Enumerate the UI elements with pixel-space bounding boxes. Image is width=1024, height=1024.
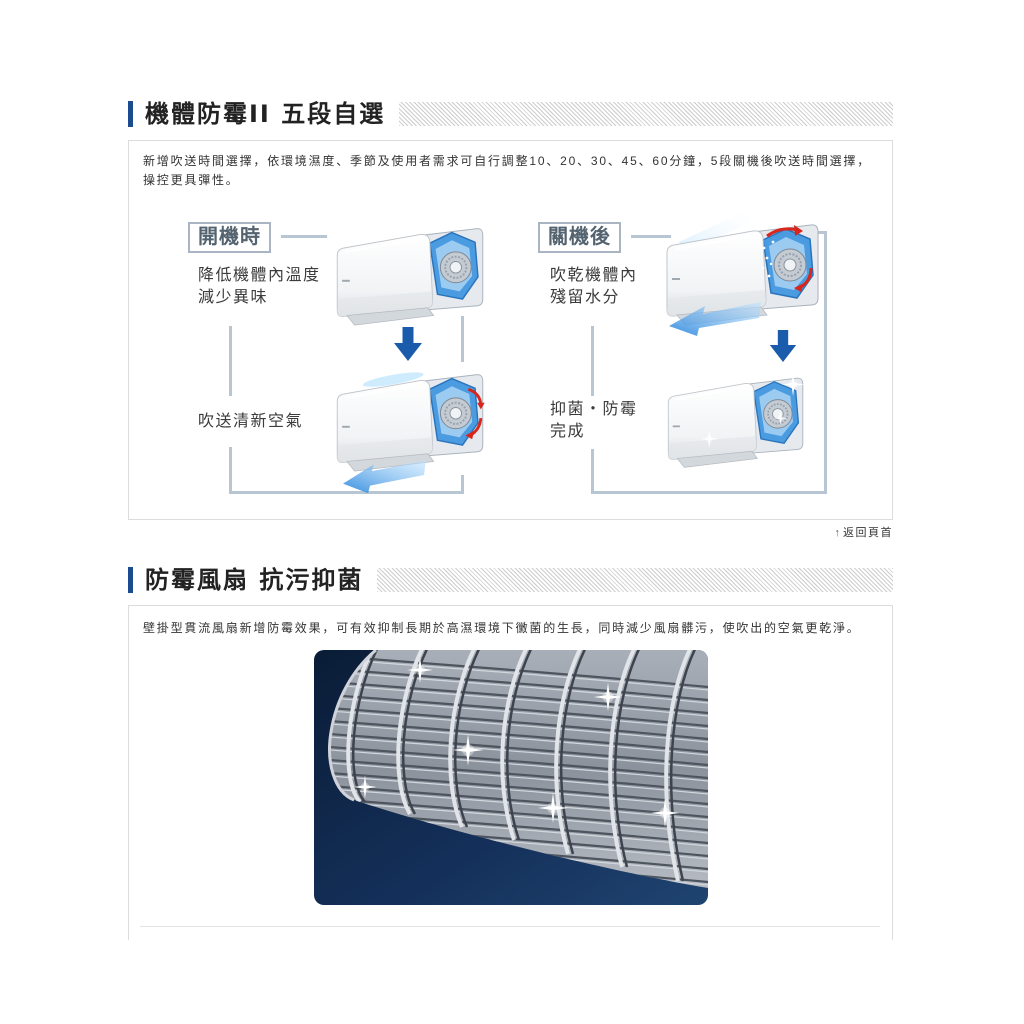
diagram-connector-line xyxy=(591,491,827,494)
diagram-connector-line xyxy=(591,326,594,396)
feature-description: 新增吹送時間選擇，依環境濕度、季節及使用者需求可自行調整10、20、30、45、… xyxy=(143,152,885,190)
arrow-down-icon xyxy=(769,330,797,362)
back-to-top-label: 返回頁首 xyxy=(843,527,893,539)
section-accent-bar xyxy=(128,567,133,593)
power-on-tag: 開機時 xyxy=(188,222,271,253)
header-decoration-pattern xyxy=(399,102,893,126)
power-off-step1-label: 吹乾機體內 殘留水分 xyxy=(550,265,638,309)
diagram-connector-line xyxy=(591,449,594,494)
power-on-step2-label: 吹送清新空氣 xyxy=(198,411,303,433)
air-conditioner-clean-image xyxy=(667,372,805,469)
diagram-connector-line xyxy=(229,447,232,494)
section-header-mold-fan: 防霉風扇 抗污抑菌 xyxy=(128,566,893,594)
diagram-connector-line xyxy=(461,475,464,494)
section-accent-bar xyxy=(128,101,133,127)
section-header-mold-prevention: 機體防霉II 五段自選 xyxy=(128,100,893,128)
feature-description: 壁掛型貫流風扇新增防霉效果，可有效抑制長期於高濕環境下黴菌的生長，同時減少風扇髒… xyxy=(143,619,885,638)
back-to-top-link[interactable]: ↑返回頁首 xyxy=(835,526,894,540)
feature-panel-mold-prevention xyxy=(128,140,893,520)
arrow-up-icon: ↑ xyxy=(834,527,841,539)
air-conditioner-drying-image xyxy=(666,212,819,336)
cross-flow-fan-image xyxy=(314,650,708,905)
red-circulation-arrow-icon xyxy=(465,387,485,440)
panel-divider xyxy=(140,926,880,927)
arrow-down-icon xyxy=(394,327,422,361)
step-label-line: 吹送清新空氣 xyxy=(198,413,304,430)
top-airflow-glow xyxy=(362,372,424,387)
diagram-connector-line xyxy=(229,326,232,396)
section-title: 防霉風扇 抗污抑菌 xyxy=(145,566,364,594)
step-label-line: 減少異味 xyxy=(198,289,269,306)
water-droplets xyxy=(761,240,775,278)
description-line: 新增吹送時間選擇，依環境濕度、季節及使用者需求可自行調整10、20、30、45、… xyxy=(143,154,872,168)
air-conditioner-blowing-image xyxy=(336,372,485,494)
diagram-connector-line xyxy=(229,491,464,494)
fan-end-cap-edge xyxy=(328,650,377,802)
step-label-line: 殘留水分 xyxy=(550,289,621,306)
step-label-line: 降低機體內溫度 xyxy=(198,267,321,284)
ac-unit-body xyxy=(667,377,804,469)
diagram-connector-line xyxy=(631,235,671,238)
ac-unit-body xyxy=(336,373,484,473)
power-on-step1-label: 降低機體內溫度 減少異味 xyxy=(198,265,321,309)
diagram-connector-line xyxy=(461,316,464,362)
step-label-line: 吹乾機體內 xyxy=(550,267,638,284)
airflow-arrow-icon xyxy=(669,302,761,336)
step-label-line: 完成 xyxy=(550,423,586,440)
airflow-arrow-icon xyxy=(343,460,426,494)
section-title: 機體防霉II 五段自選 xyxy=(145,100,386,128)
power-off-tag: 關機後 xyxy=(538,222,621,253)
header-decoration-pattern xyxy=(377,568,893,592)
step-label-line: 抑菌・防霉 xyxy=(550,401,638,418)
red-circulation-arrow-icon xyxy=(766,225,813,292)
power-off-step2-label: 抑菌・防霉 完成 xyxy=(550,399,638,443)
diagram-connector-line xyxy=(824,231,827,494)
description-line: 操控更具彈性。 xyxy=(143,173,240,187)
feature-panel-mold-fan xyxy=(128,605,893,940)
description-line: 壁掛型貫流風扇新增防霉效果，可有效抑制長期於高濕環境下黴菌的生長，同時減少風扇髒… xyxy=(143,621,861,635)
air-conditioner-image xyxy=(336,227,484,327)
ac-unit-body xyxy=(336,227,484,327)
diagram-connector-line xyxy=(281,235,327,238)
